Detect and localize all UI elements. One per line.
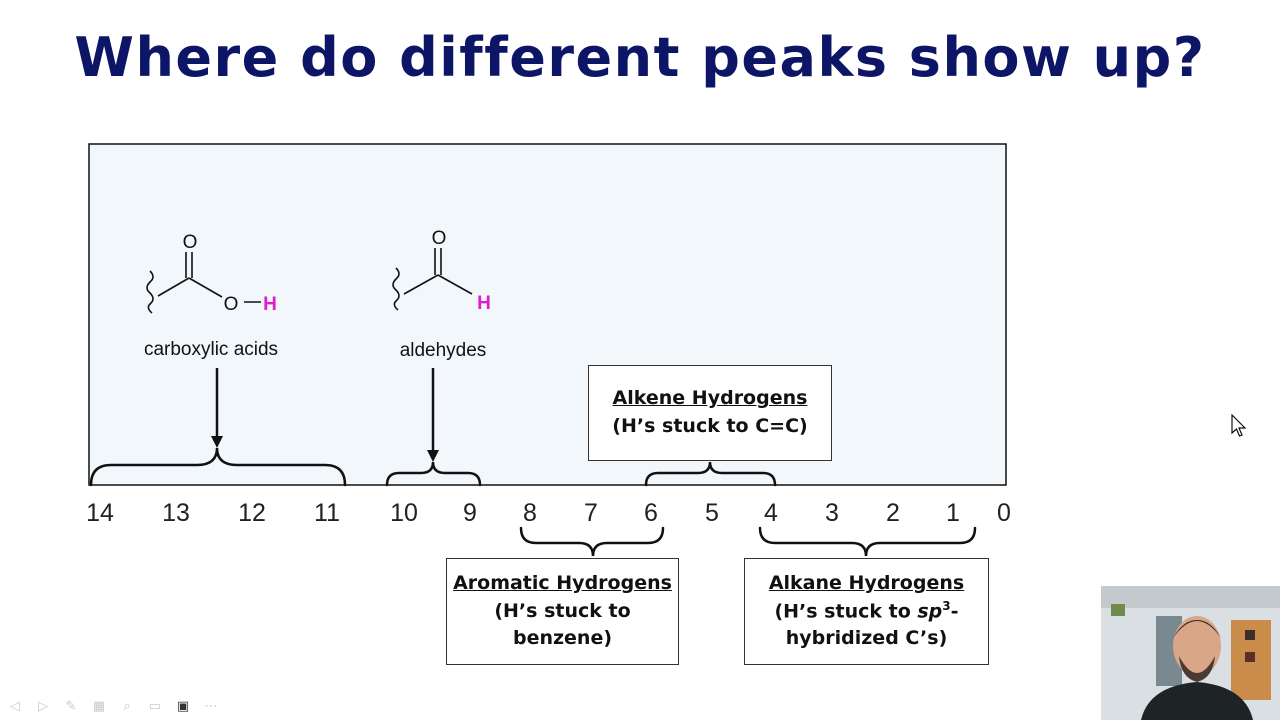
presenter-webcam xyxy=(1101,586,1280,720)
carboxylic-acids-label: carboxylic acids xyxy=(143,339,279,360)
aldehyde-arrow xyxy=(427,368,439,462)
ppm-tick-label: 5 xyxy=(705,499,719,527)
ppm-tick-label: 7 xyxy=(584,499,598,527)
ppm-tick-label: 4 xyxy=(764,499,778,527)
ppm-tick-label: 8 xyxy=(523,499,537,527)
ppm-tick-label: 2 xyxy=(886,499,900,527)
aromatic-brace xyxy=(519,526,665,557)
aromatic-box-desc: (H’s stuck to benzene) xyxy=(494,599,631,650)
alkane-box-title: Alkane Hydrogens xyxy=(768,572,965,595)
downfield-panel xyxy=(88,143,1007,486)
presenter-video-frame xyxy=(1101,586,1280,720)
carboxylic-arrow xyxy=(211,368,223,448)
alkene-hydrogens-box: Alkene Hydrogens (H’s stuck to C=C) xyxy=(588,365,832,461)
bond-c-oh xyxy=(188,277,223,298)
bond-r-c xyxy=(157,277,190,297)
alkane-brace xyxy=(758,526,977,557)
alkane-hydrogens-box: Alkane Hydrogens (H’s stuck to sp3- hybr… xyxy=(744,558,989,665)
ppm-tick-label: 6 xyxy=(644,499,658,527)
aldehyde-carbonyl-o: O xyxy=(432,228,447,249)
aldehydes-label: aldehydes xyxy=(399,340,487,361)
aldehyde-structure xyxy=(392,248,473,311)
ppm-tick-label: 11 xyxy=(314,499,340,527)
subtitles-icon[interactable]: ▭ xyxy=(148,698,162,714)
zoom-icon[interactable]: ⌕ xyxy=(123,698,131,714)
alkene-brace xyxy=(644,461,777,487)
more-options-icon[interactable]: ⋯ xyxy=(204,698,218,714)
ppm-tick-label: 3 xyxy=(825,499,839,527)
aldehyde-brace xyxy=(385,461,482,487)
alkane-desc-post: - hybridized C’s) xyxy=(785,599,959,650)
ppm-tick-label: 0 xyxy=(997,499,1011,527)
alkane-desc-pre: (H’s stuck to xyxy=(774,599,918,622)
carboxylic-carbonyl-o: O xyxy=(183,232,198,253)
carboxylic-acid-structure xyxy=(146,252,223,314)
pen-icon[interactable]: ✎ xyxy=(65,698,77,714)
alkene-box-title: Alkene Hydrogens xyxy=(612,387,808,410)
ppm-tick-label: 14 xyxy=(86,499,114,527)
carboxylic-brace xyxy=(89,447,347,487)
presentation-toolbar: ◁ ▷ ✎ ▦ ⌕ ▭ ▣ ⋯ xyxy=(4,696,222,716)
wavy-bond xyxy=(392,267,400,311)
bond-c-h xyxy=(437,274,473,295)
ppm-tick-label: 9 xyxy=(463,499,477,527)
ppm-tick-label: 10 xyxy=(390,499,418,527)
next-slide-icon[interactable]: ▷ xyxy=(38,698,48,714)
ppm-tick-label: 13 xyxy=(162,499,190,527)
camera-icon[interactable]: ▣ xyxy=(176,698,190,714)
alkene-box-desc: (H’s stuck to C=C) xyxy=(612,415,808,437)
aromatic-box-title: Aromatic Hydrogens xyxy=(453,572,672,595)
ppm-tick-label: 12 xyxy=(238,499,266,527)
alkane-desc-sup: 3 xyxy=(942,598,951,613)
previous-slide-icon[interactable]: ◁ xyxy=(10,698,20,714)
slide-title: Where do different peaks show up? xyxy=(74,26,1206,89)
bond-r-c xyxy=(403,274,439,295)
carboxylic-h: H xyxy=(263,294,277,315)
aromatic-hydrogens-box: Aromatic Hydrogens (H’s stuck to benzene… xyxy=(446,558,679,665)
aldehyde-h: H xyxy=(477,293,491,314)
alkane-desc-sp: sp xyxy=(917,599,943,622)
slides-icon[interactable]: ▦ xyxy=(92,698,106,714)
mouse-cursor-icon xyxy=(1231,414,1247,437)
alkane-box-desc: (H’s stuck to sp3- hybridized C’s) xyxy=(774,598,958,653)
ppm-tick-label: 1 xyxy=(946,499,960,527)
wavy-bond xyxy=(146,270,154,314)
carboxylic-hydroxyl-o: O xyxy=(224,294,239,315)
